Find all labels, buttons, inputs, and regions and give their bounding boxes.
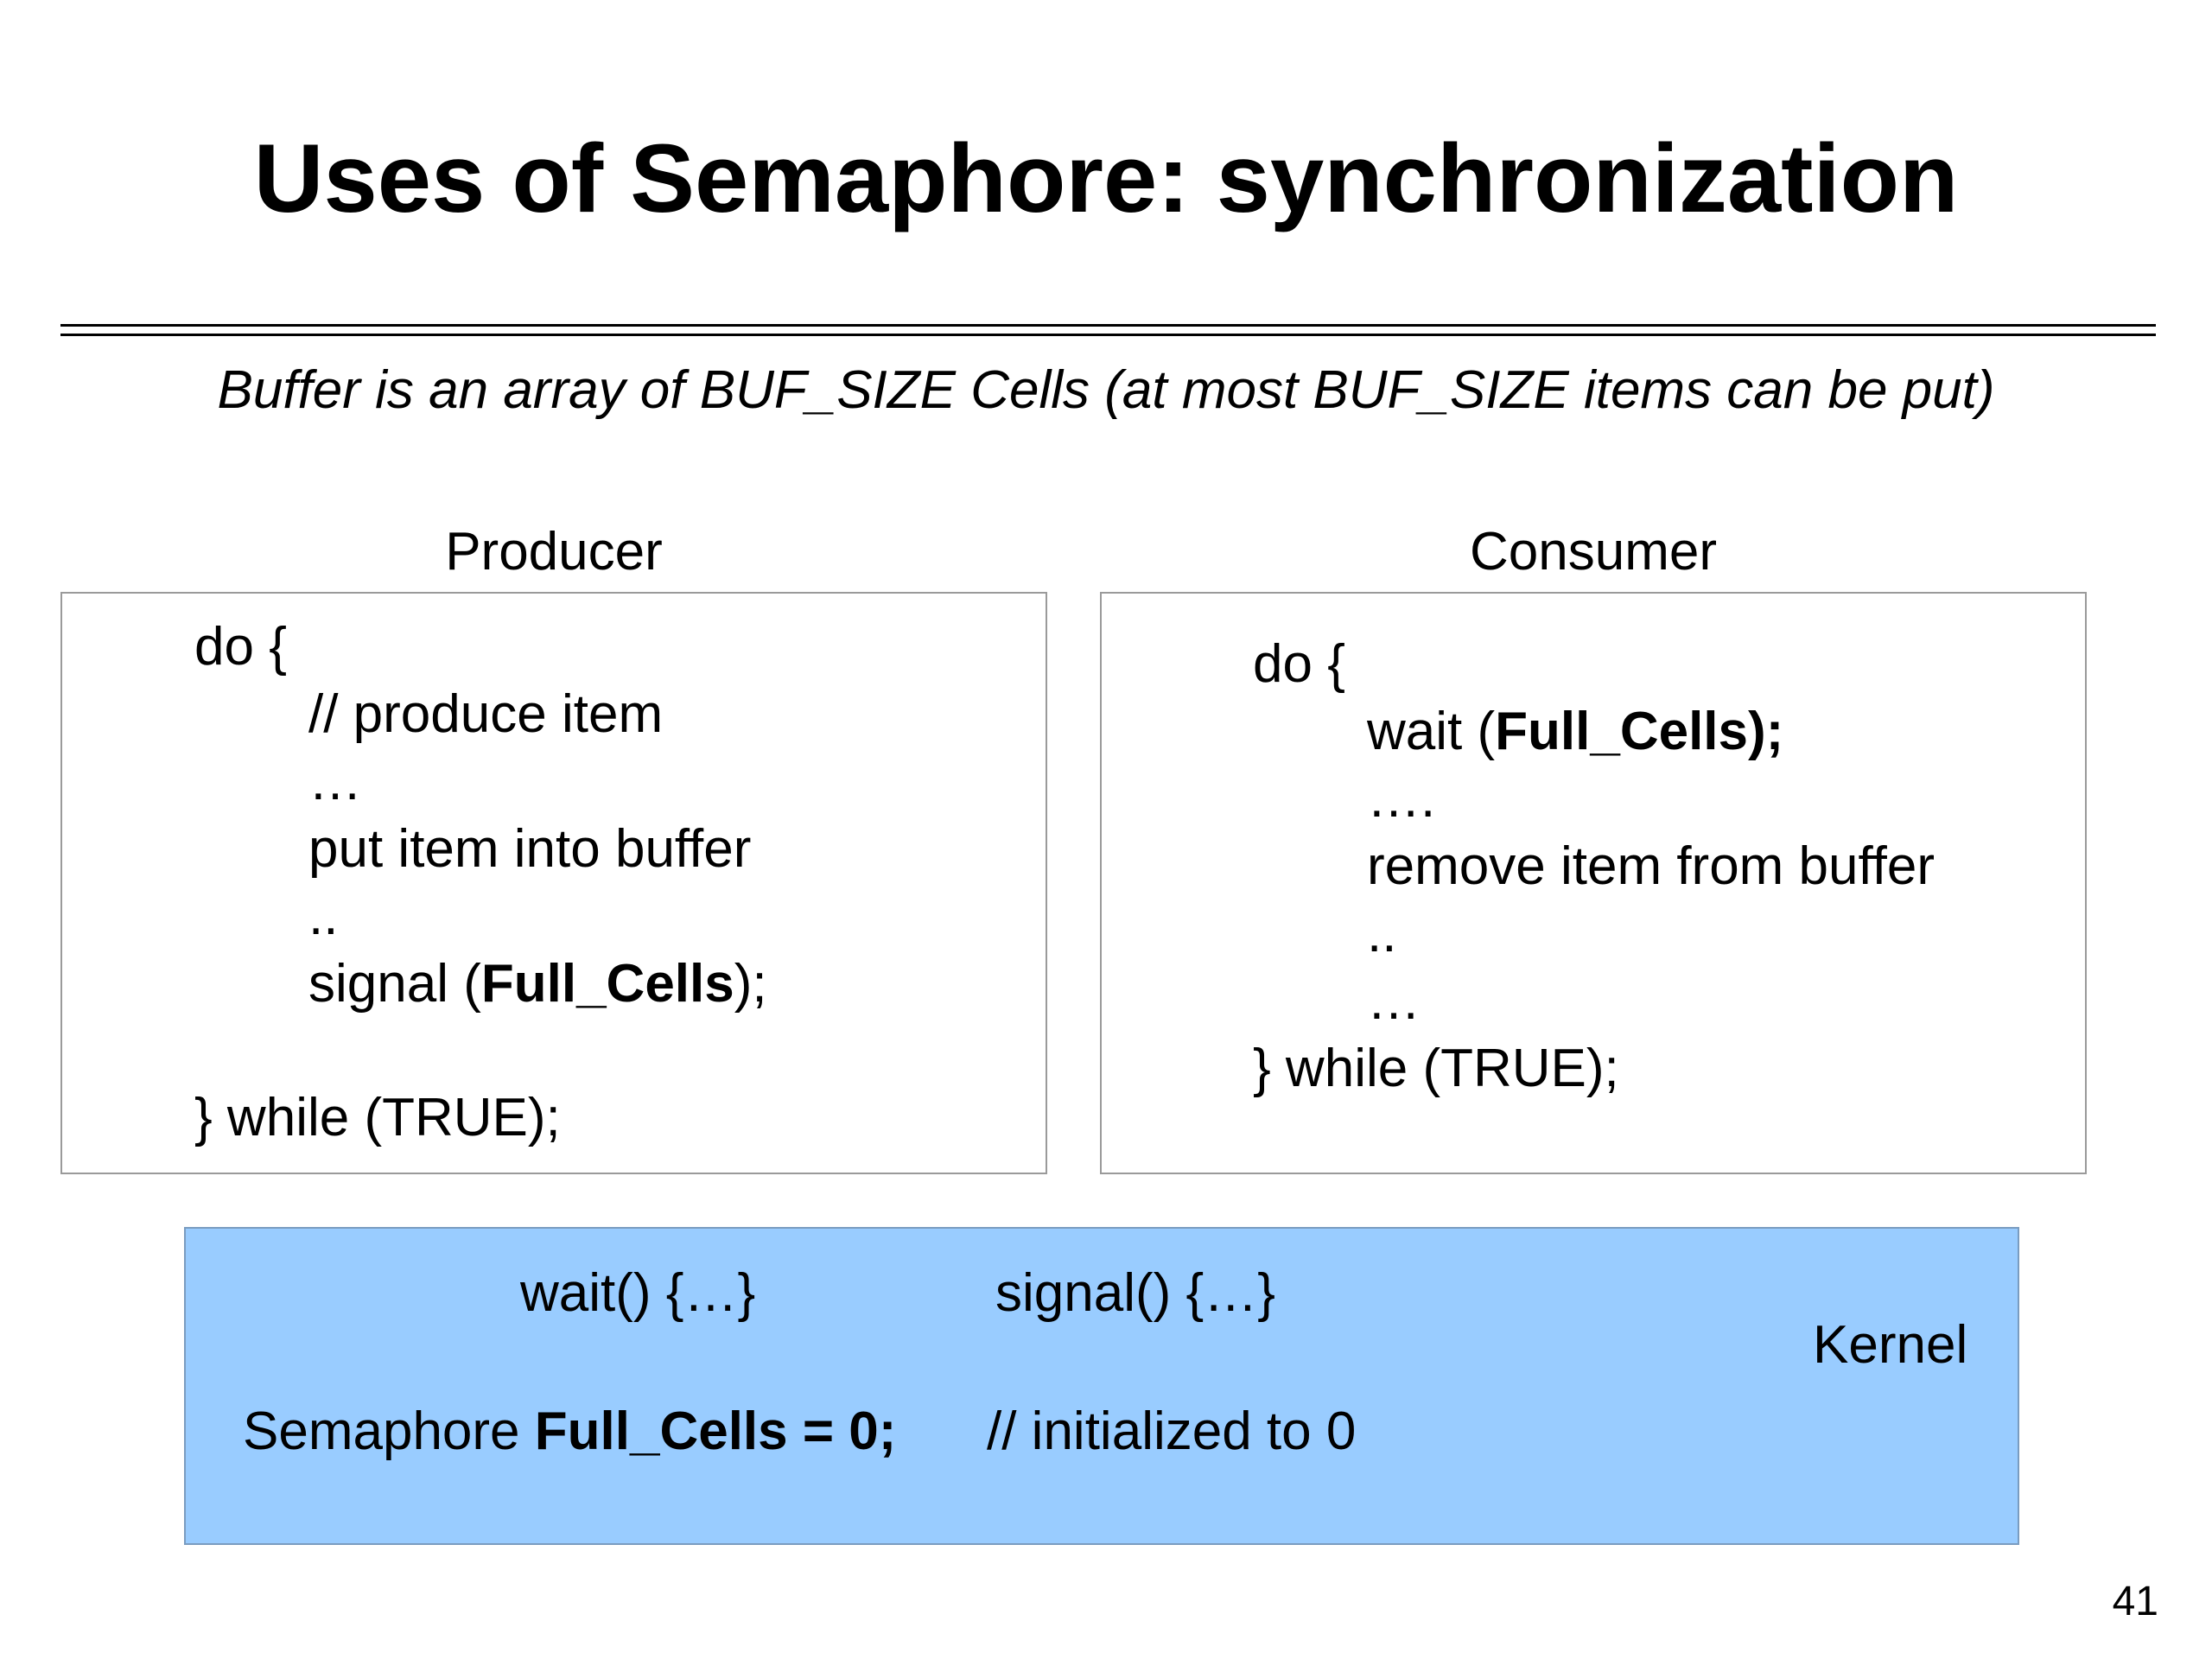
producer-signal-semaphore: Full_Cells (480, 954, 734, 1014)
consumer-code-box: do { wait (Full_Cells); …. remove item f… (1100, 592, 2087, 1174)
kernel-decl-type: Semaphore (243, 1402, 535, 1461)
kernel-semaphore-declaration: Semaphore Full_Cells = 0; (243, 1400, 896, 1464)
producer-code-box: do { // produce item … put item into buf… (60, 592, 1047, 1174)
consumer-line-dots: .. (1367, 904, 1397, 963)
kernel-box: wait() {…} signal() {…} Kernel Semaphore… (184, 1227, 2019, 1545)
consumer-line-ellipsis: …. (1367, 769, 1436, 829)
title-rule-top (60, 324, 2156, 327)
producer-heading: Producer (445, 522, 663, 582)
title-rule-bottom (60, 334, 2156, 336)
kernel-signal-function: signal() {…} (995, 1263, 1275, 1323)
consumer-line-ellipsis-2: … (1367, 971, 1421, 1031)
producer-line-while: } while (TRUE); (194, 1088, 561, 1147)
slide-subtitle: Buffer is an array of BUF_SIZE Cells (at… (217, 360, 1995, 420)
consumer-heading: Consumer (1470, 522, 1717, 582)
producer-line-do: do { (194, 617, 287, 677)
kernel-label: Kernel (1813, 1315, 1968, 1375)
consumer-line-do: do { (1253, 634, 1345, 694)
page-number: 41 (2112, 1579, 2158, 1624)
consumer-line-remove: remove item from buffer (1367, 836, 1935, 896)
kernel-wait-function: wait() {…} (520, 1263, 756, 1323)
slide-title: Uses of Semaphore: synchronization (253, 124, 1959, 232)
consumer-line-wait: wait (Full_Cells); (1367, 700, 1783, 764)
consumer-wait-semaphore: Full_Cells); (1495, 702, 1784, 761)
producer-line-dots: .. (308, 887, 339, 946)
producer-line-ellipsis: … (308, 752, 362, 811)
consumer-wait-prefix: wait ( (1367, 702, 1496, 761)
producer-signal-suffix: ); (734, 954, 767, 1014)
consumer-line-while: } while (TRUE); (1253, 1039, 1619, 1098)
producer-line-put: put item into buffer (308, 819, 752, 879)
producer-line-comment: // produce item (308, 684, 664, 744)
producer-signal-prefix: signal ( (308, 954, 481, 1014)
producer-line-signal: signal (Full_Cells); (308, 952, 767, 1016)
kernel-decl-comment: // initialized to 0 (987, 1402, 1357, 1461)
kernel-decl-semaphore: Full_Cells = 0; (534, 1402, 897, 1461)
